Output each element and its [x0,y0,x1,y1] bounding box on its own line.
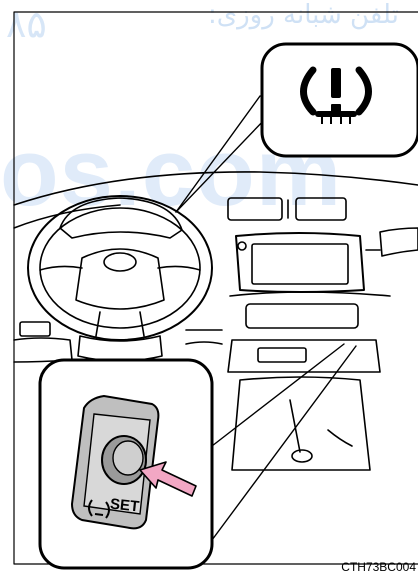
left-vent [20,322,50,336]
steering-wheel-logo [104,253,136,271]
exclamation-mark [331,68,341,113]
center-console [228,340,380,372]
left-spoke [40,266,82,270]
climate-panel [246,304,358,328]
right-side-vent [380,228,418,256]
center-vent-right [296,198,346,220]
center-display-screen [252,244,348,284]
leader-line-bottom-a [212,344,344,446]
center-display [236,233,364,292]
set-button-label: SET [109,496,140,516]
steering-wheel-rim [28,196,212,340]
set-button-callout [40,360,212,568]
steering-wheel-hub [76,249,164,309]
dash-top-edge [14,172,418,205]
steering-wheel-inner [40,208,200,328]
right-spoke [158,266,200,270]
warning-light-callout [262,44,418,156]
figure-code: CTH73BC004 [341,560,416,574]
shifter-area [232,377,370,470]
center-vent-left [228,198,282,220]
